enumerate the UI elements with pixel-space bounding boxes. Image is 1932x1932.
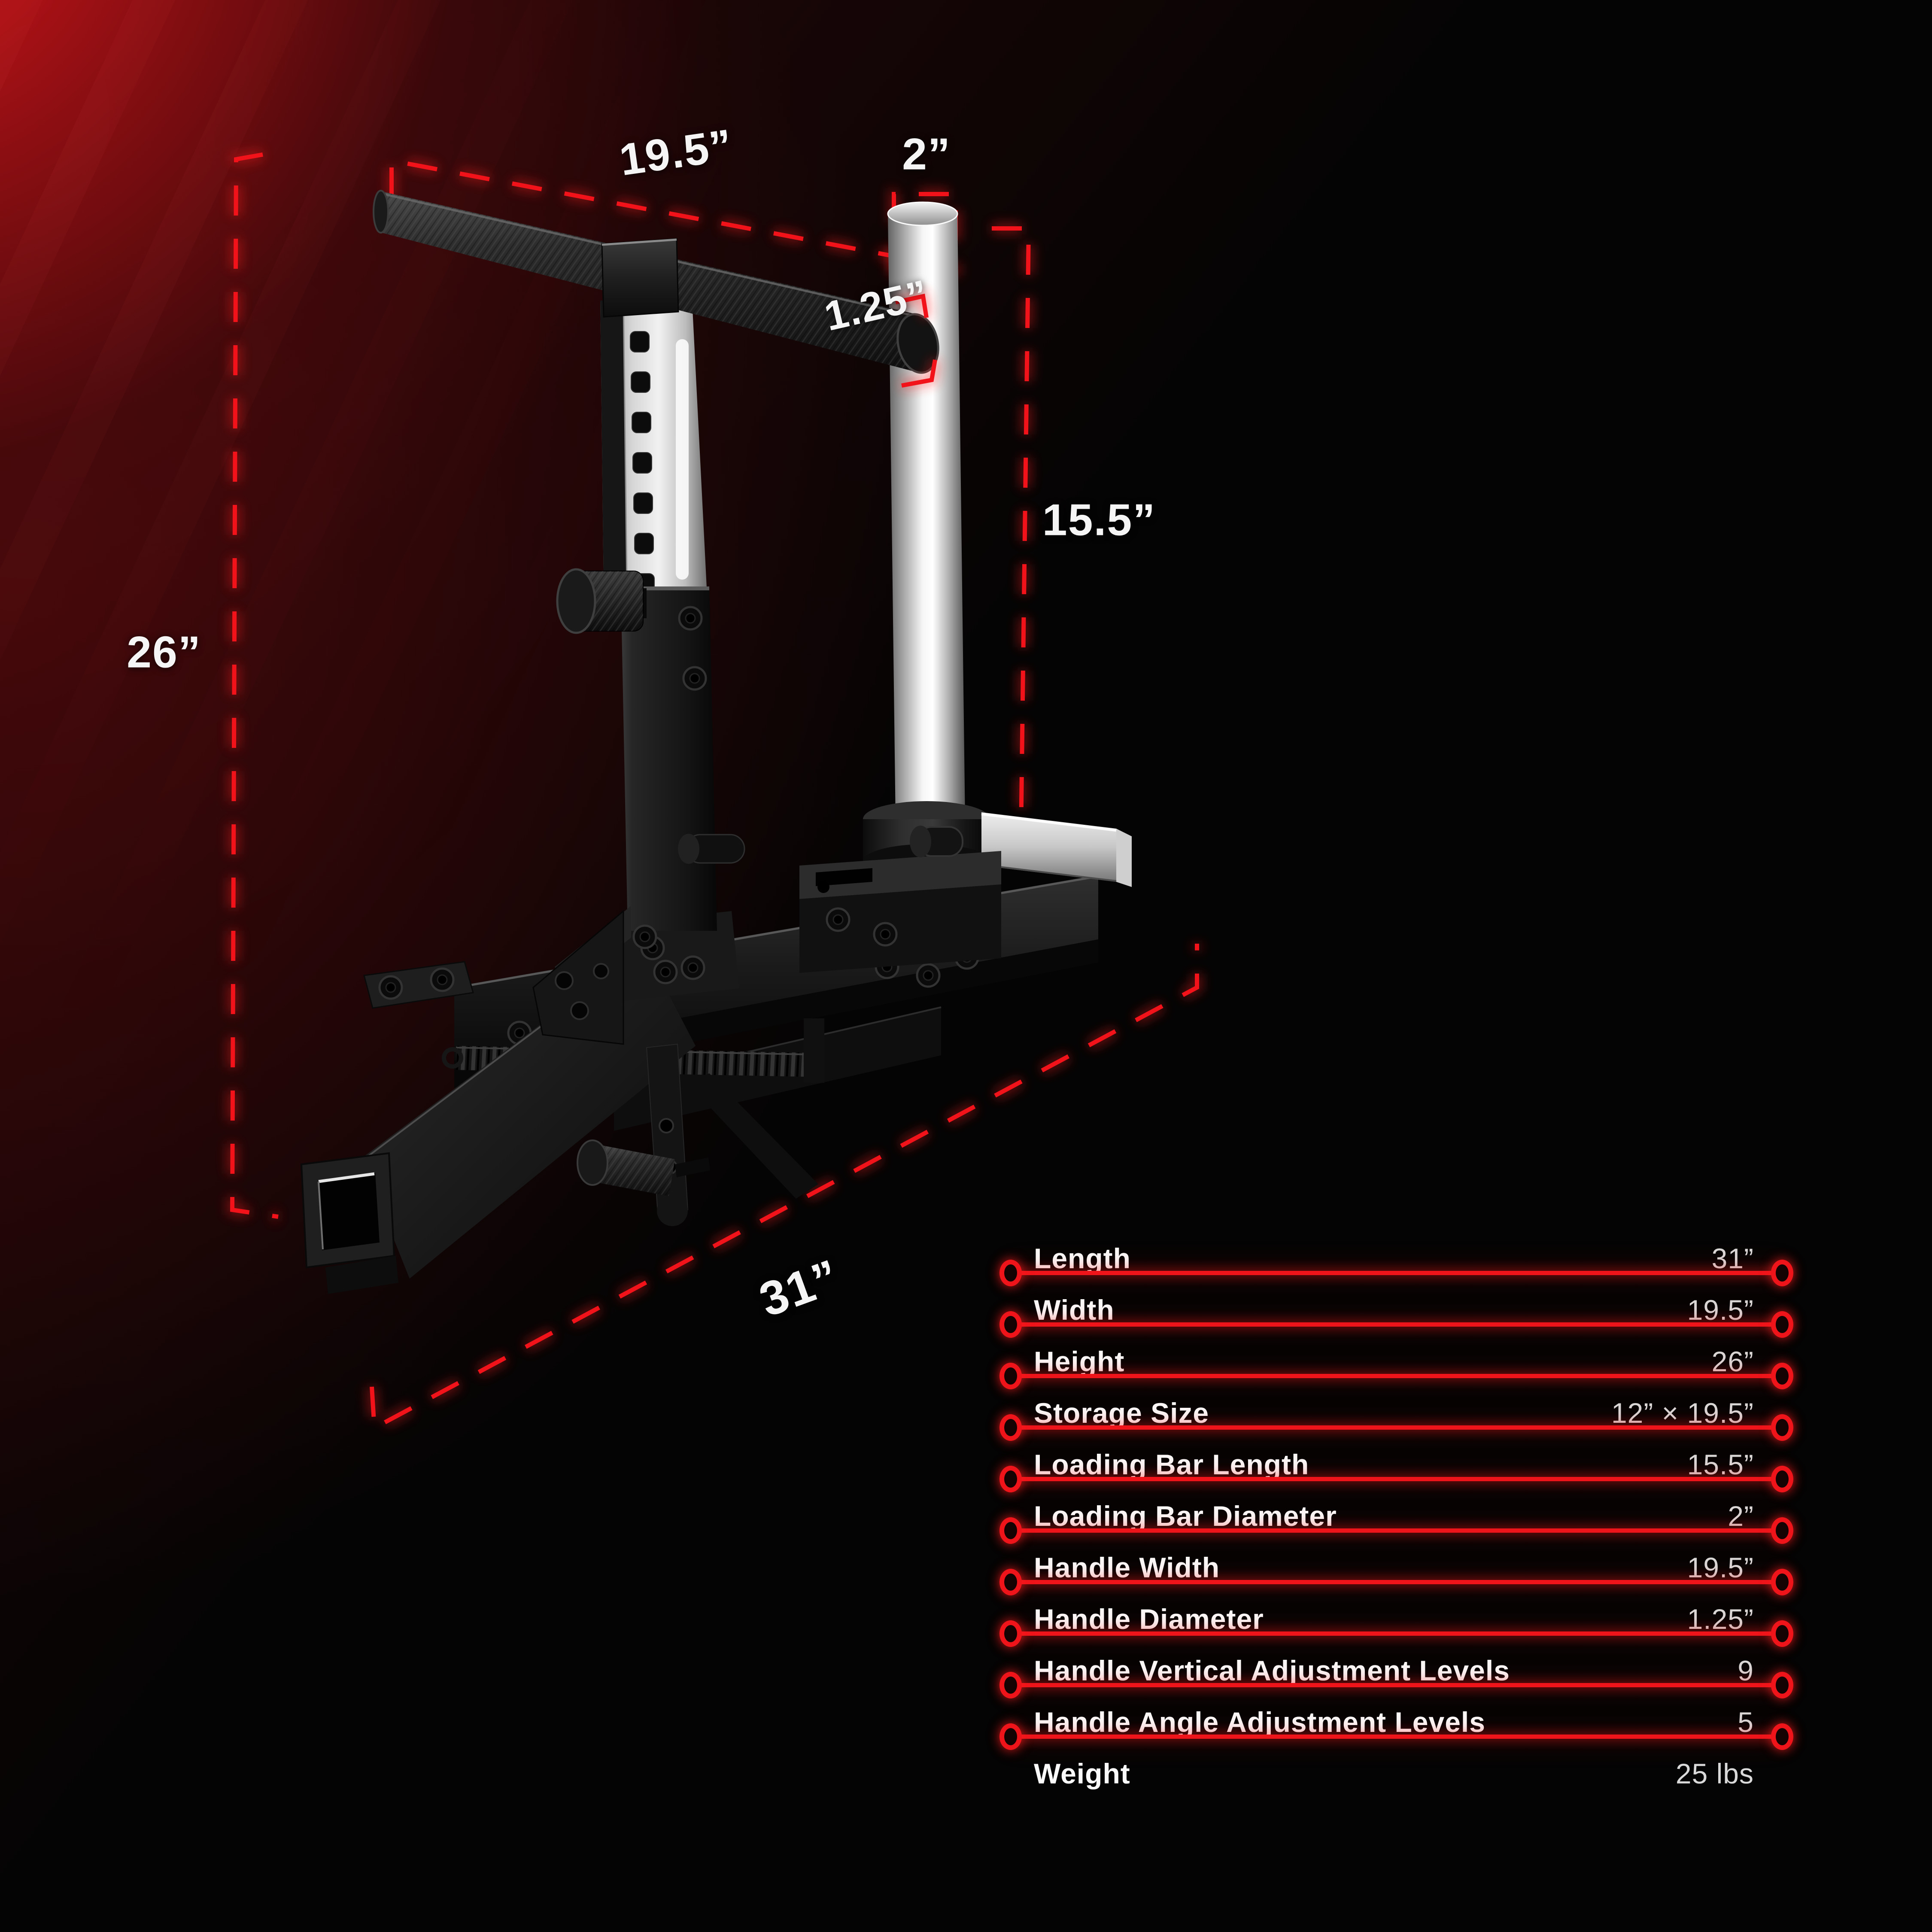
product-render — [300, 190, 1132, 1294]
dim-label-bar-diameter: 2” — [902, 129, 951, 179]
adjustment-column — [600, 301, 707, 595]
dim-label-height: 26” — [127, 627, 201, 677]
gusset-plates — [532, 906, 677, 1045]
receiver-tube — [981, 812, 1132, 887]
dim-label-bar-length: 15.5” — [1042, 495, 1156, 545]
handle-clamp — [601, 238, 679, 318]
bar-bracket — [799, 826, 1001, 973]
hinge-pin — [678, 834, 745, 864]
outer-column — [621, 586, 717, 931]
pull-pin — [577, 1139, 710, 1196]
adjustment-knob — [556, 568, 647, 634]
